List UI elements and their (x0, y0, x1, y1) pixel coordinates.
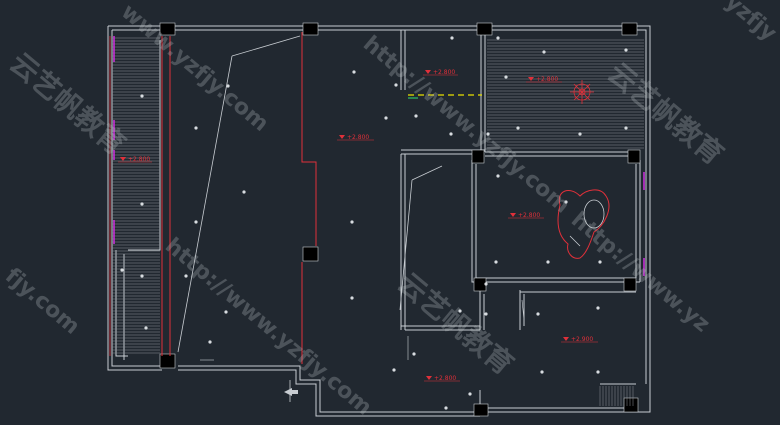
downlight (144, 326, 148, 330)
downlight (120, 268, 124, 272)
red-ceiling-lines (109, 32, 317, 364)
downlight (564, 200, 568, 204)
structural-columns (159, 22, 641, 417)
downlight (414, 114, 418, 118)
outer-walls (107, 25, 651, 417)
elevation-text: +2.800 (434, 375, 456, 382)
downlight (496, 174, 500, 178)
downlight (516, 126, 520, 130)
downlight (392, 368, 396, 372)
downlight (624, 126, 628, 130)
downlight (350, 220, 354, 224)
bottom-slats (599, 386, 634, 406)
downlight (458, 309, 462, 313)
downlight (486, 132, 490, 136)
elevation-marker-4: +2.800 (526, 76, 562, 83)
downlight (536, 312, 540, 316)
elevation-marker-7: +2.800 (424, 375, 460, 382)
downlight (242, 190, 246, 194)
elevation-marker-3: +2.800 (423, 69, 458, 76)
elevation-text: +2.800 (536, 76, 558, 83)
ceiling-outline-lines (177, 35, 443, 353)
downlight (596, 306, 600, 310)
downlight (184, 274, 188, 278)
downlight (224, 310, 228, 314)
watermark-brand: 云艺帆教育 (4, 46, 132, 161)
downlight (578, 132, 582, 136)
downlight (598, 260, 602, 264)
elevation-marker-5: +2.800 (508, 212, 544, 219)
north-arrow-icon (284, 380, 298, 402)
downlight (484, 312, 488, 316)
right-slatted-ceiling (487, 39, 644, 149)
downlight (450, 36, 454, 40)
downlight (596, 370, 600, 374)
downlight (504, 75, 508, 79)
watermark-url: fjy.com (0, 263, 84, 339)
elevation-marker-1: +2.800 (118, 156, 152, 163)
chandelier-symbol (557, 189, 610, 259)
watermark-url: http://www.yzfjy.com (358, 31, 574, 218)
downlight (194, 220, 198, 224)
left-slatted-ceiling (112, 37, 160, 354)
downlight (624, 48, 628, 52)
downlight (208, 340, 212, 344)
ceiling-fan-symbol (570, 80, 594, 104)
downlight (194, 126, 198, 130)
downlight (350, 296, 354, 300)
downlight (412, 352, 416, 356)
downlight (546, 260, 550, 264)
downlight (542, 50, 546, 54)
elevation-text: +2.800 (433, 69, 455, 76)
downlight (494, 260, 498, 264)
downlight-fixtures (120, 36, 628, 410)
downlight (468, 392, 472, 396)
downlight (394, 83, 398, 87)
elevation-text: +2.800 (518, 212, 540, 219)
watermark-url: yzfjy (720, 0, 780, 46)
watermark-brand: 云艺帆教育 (392, 266, 520, 381)
downlight (140, 202, 144, 206)
magenta-markers (113, 36, 645, 276)
downlight (444, 406, 448, 410)
watermark-url: www.yzfjy.com (116, 0, 273, 137)
downlight (484, 282, 488, 286)
downlight (140, 94, 144, 98)
downlight (496, 36, 500, 40)
downlight (226, 84, 230, 88)
elevation-marker-2: +2.800 (337, 134, 374, 141)
downlight (449, 132, 453, 136)
downlight (540, 370, 544, 374)
watermark-brand: 云艺帆教育 (602, 56, 730, 171)
watermark-url: http://www.yzfjy.com (160, 233, 376, 420)
elevation-text: +2.800 (347, 134, 369, 141)
door-marks (200, 299, 525, 361)
elevation-text: +2.900 (571, 336, 593, 343)
downlight (352, 70, 356, 74)
elevation-marker-6: +2.900 (561, 336, 598, 343)
downlight (140, 274, 144, 278)
elevation-text: +2.800 (128, 156, 150, 163)
downlight (384, 116, 388, 120)
